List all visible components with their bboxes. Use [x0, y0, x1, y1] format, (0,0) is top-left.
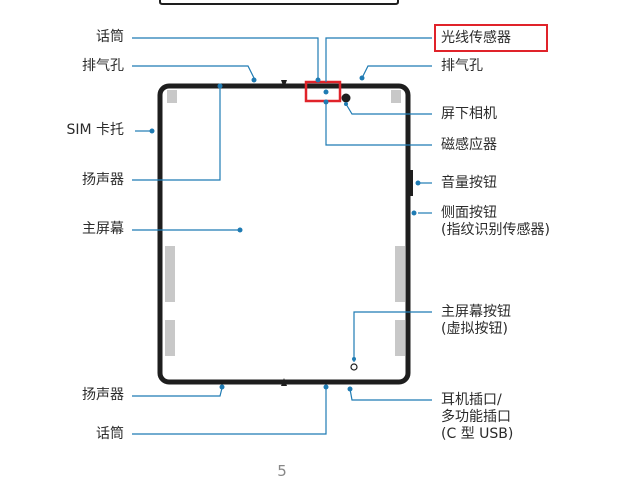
label-light-sensor: 光线传感器	[441, 30, 511, 46]
label-home-key: 主屏幕按钮	[441, 304, 511, 320]
label-speaker-top: 扬声器	[82, 172, 124, 188]
label-mic-bottom: 话筒	[96, 426, 124, 442]
label-volume-key: 音量按钮	[441, 175, 497, 191]
label-multipurpose-jack: 多功能插口	[441, 409, 511, 425]
label-earphone-jack: 耳机插口/	[441, 392, 502, 408]
volume-key	[409, 170, 413, 196]
label-home-key-note: (虚拟按钮)	[441, 321, 508, 337]
corner-top-right	[391, 90, 401, 103]
under-display-camera	[341, 93, 351, 103]
previous-figure-edge	[159, 0, 399, 5]
label-magnetic-sensor: 磁感应器	[441, 137, 497, 153]
label-main-screen: 主屏幕	[82, 221, 124, 237]
right-panel-lower	[395, 320, 405, 356]
label-mic-top: 话筒	[96, 29, 124, 45]
label-vent-right: 排气孔	[441, 58, 483, 74]
right-panel-upper	[395, 246, 405, 302]
label-side-key: 侧面按钮	[441, 205, 497, 221]
label-under-display-camera: 屏下相机	[441, 106, 497, 122]
label-side-key-note: (指纹识别传感器)	[441, 222, 550, 238]
light-sensor-highlight	[304, 80, 342, 103]
hinge-top	[281, 80, 287, 88]
home-key-indicator	[350, 363, 358, 371]
label-usb-type-c: (C 型 USB)	[441, 426, 514, 442]
light-sensor-label-highlight	[434, 24, 548, 52]
left-panel-lower	[165, 320, 175, 356]
corner-top-left	[167, 90, 177, 103]
label-vent-left: 排气孔	[82, 58, 124, 74]
phone-outline	[157, 83, 411, 385]
label-speaker-bottom: 扬声器	[82, 387, 124, 403]
hinge-bottom	[281, 378, 287, 386]
leader-dots	[149, 75, 421, 392]
label-sim-tray: SIM 卡托	[66, 122, 124, 138]
left-panel-upper	[165, 246, 175, 302]
leader-lines	[132, 37, 432, 435]
page-number: 5	[277, 462, 287, 480]
